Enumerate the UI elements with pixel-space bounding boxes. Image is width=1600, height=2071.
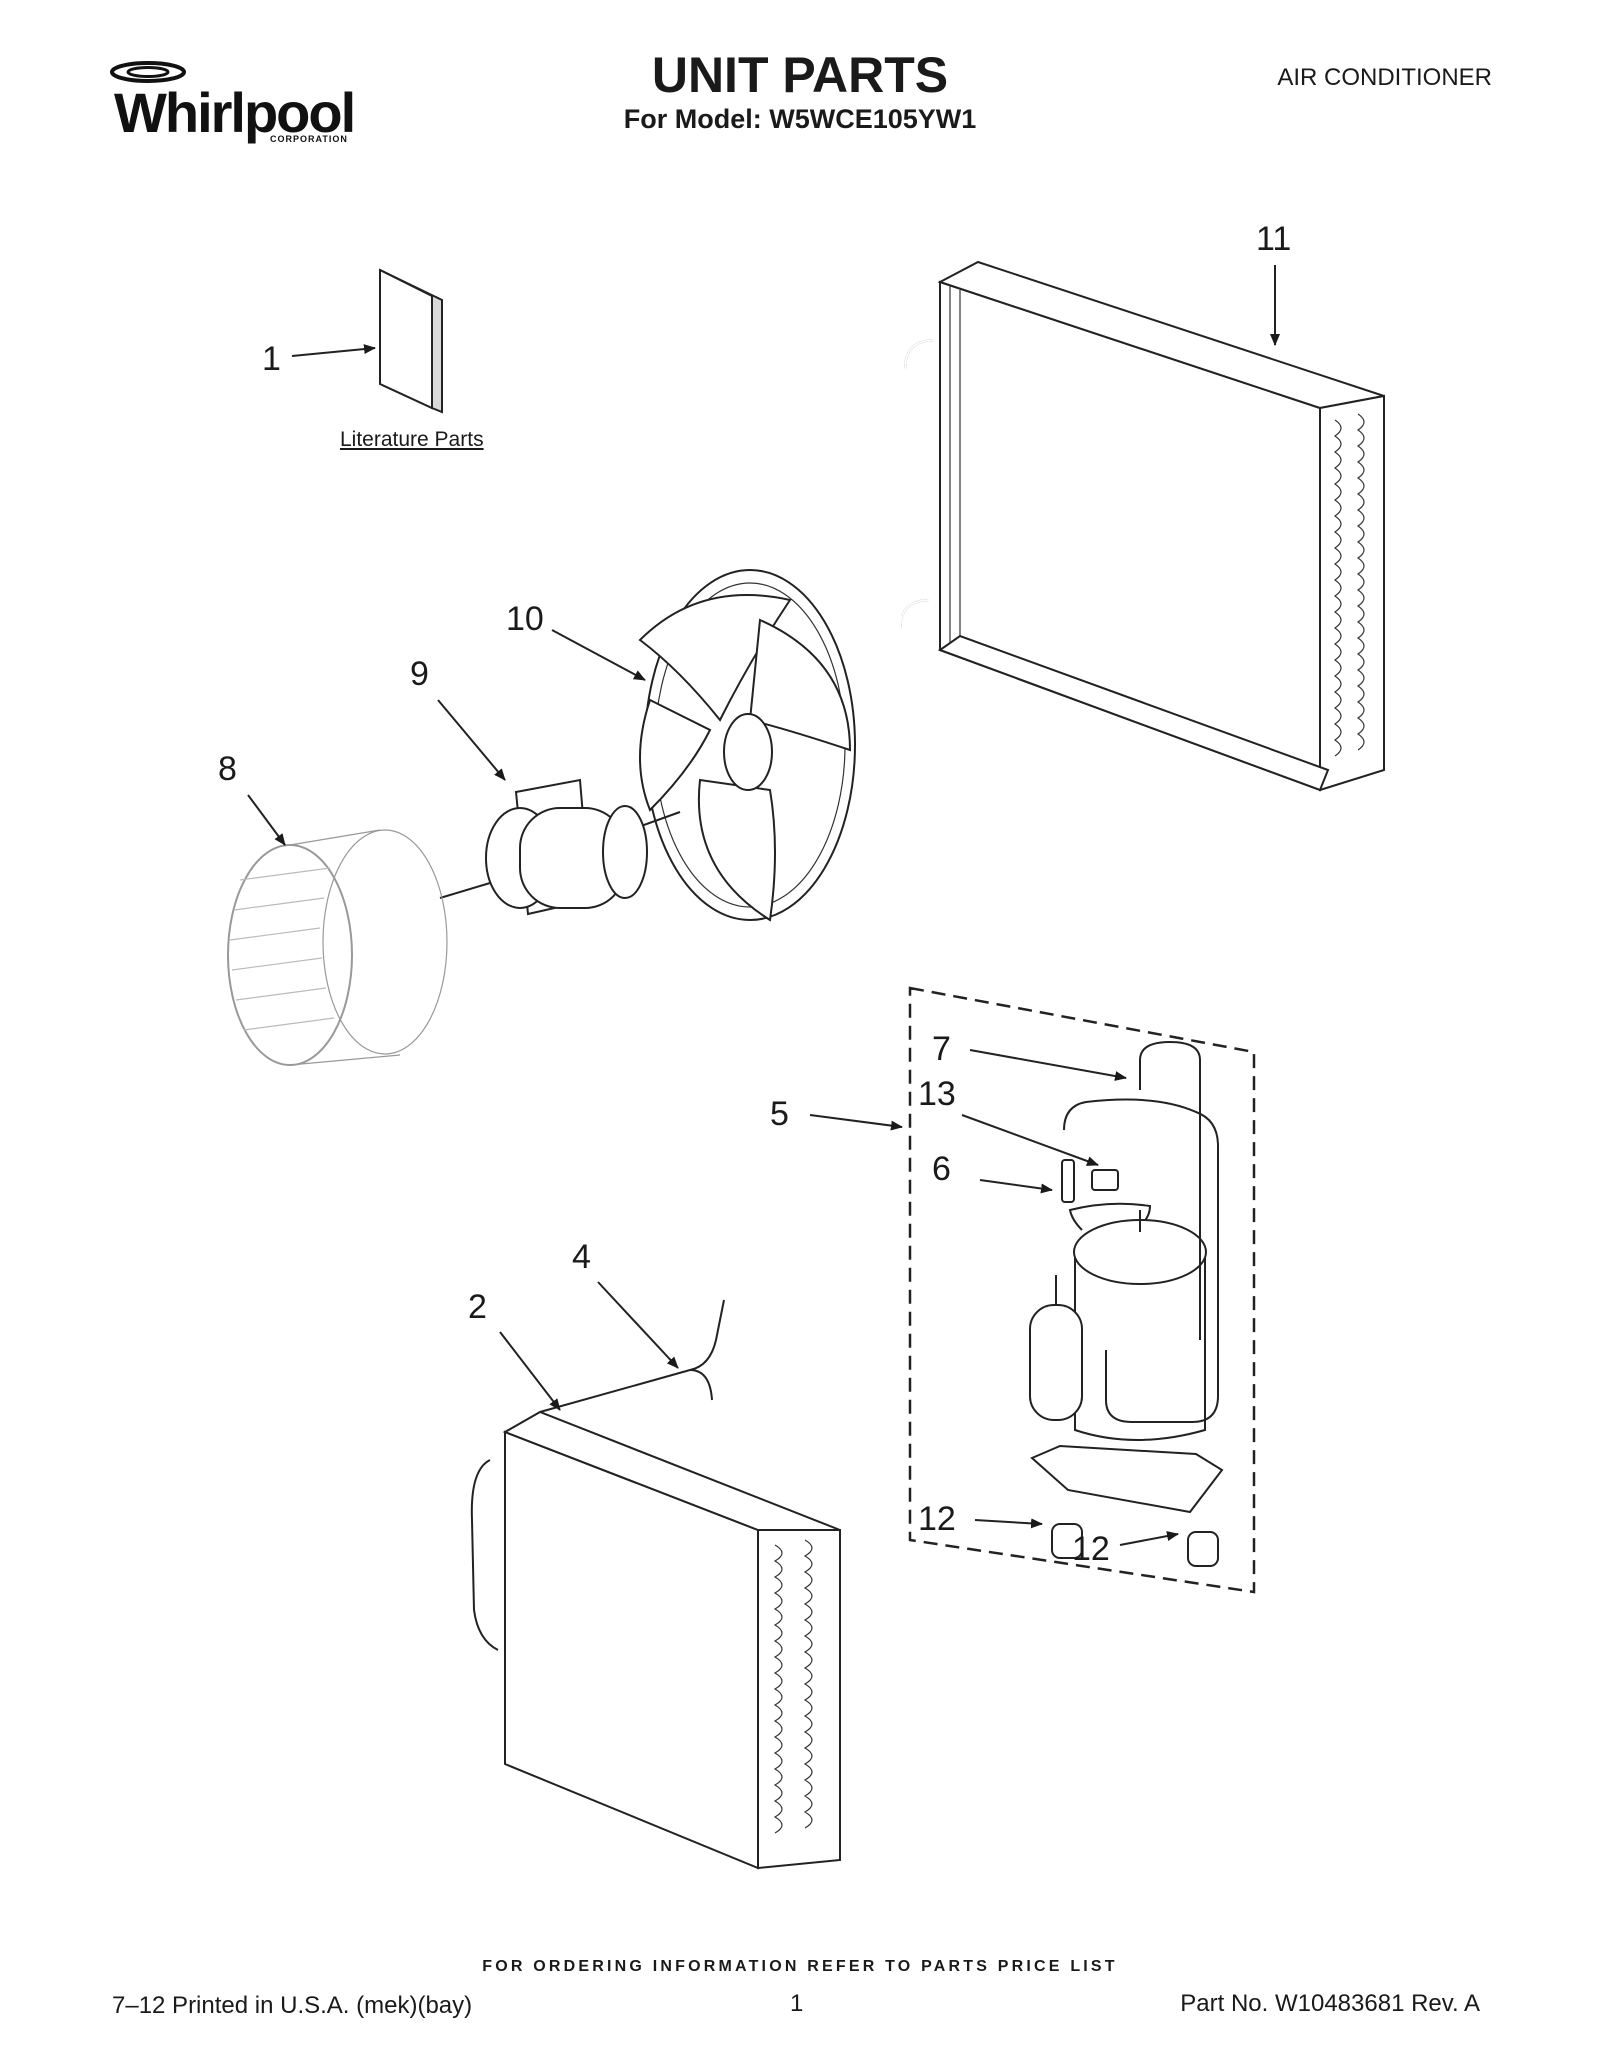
callout-2: 2	[468, 1288, 487, 1326]
callout-12b: 12	[1072, 1530, 1110, 1568]
callout-11: 11	[1256, 220, 1291, 258]
ordering-note: FOR ORDERING INFORMATION REFER TO PARTS …	[482, 1958, 1118, 1975]
callout-6: 6	[932, 1150, 951, 1188]
fan-motor	[439, 778, 681, 916]
compressor	[1029, 1040, 1224, 1567]
condenser-coil	[899, 260, 1385, 792]
page-title: UNIT PARTS	[651, 47, 949, 103]
model-line: For Model: W5WCE105YW1	[623, 104, 977, 134]
callout-4: 4	[572, 1238, 591, 1276]
brand-sub: CORPORATION	[270, 134, 348, 144]
callout-9: 9	[410, 655, 429, 693]
callout-10: 10	[506, 600, 544, 638]
brand-name: Whirlpool	[114, 81, 356, 144]
callout-arrows	[247, 265, 1280, 1546]
printed-info: 7–12 Printed in U.S.A. (mek)(bay)	[112, 1992, 473, 2019]
callout-1: 1	[262, 340, 281, 378]
part-number: Part No. W10483681 Rev. A	[1180, 1990, 1480, 2017]
callout-8: 8	[218, 750, 237, 788]
callout-13: 13	[918, 1075, 956, 1113]
evaporator-coil	[470, 1299, 841, 1870]
blower-wheel	[227, 829, 448, 1066]
callout-5: 5	[770, 1095, 789, 1133]
literature-parts-label: Literature Parts	[340, 428, 484, 451]
logo-swirl-icon	[110, 61, 186, 83]
literature-booklet	[379, 268, 443, 414]
callout-12a: 12	[918, 1500, 956, 1538]
page-number: 1	[790, 1990, 804, 2017]
category-label: AIR CONDITIONER	[1277, 64, 1492, 91]
fan-blade	[638, 569, 856, 922]
compressor-group	[908, 986, 1256, 1594]
callout-7: 7	[932, 1030, 951, 1068]
